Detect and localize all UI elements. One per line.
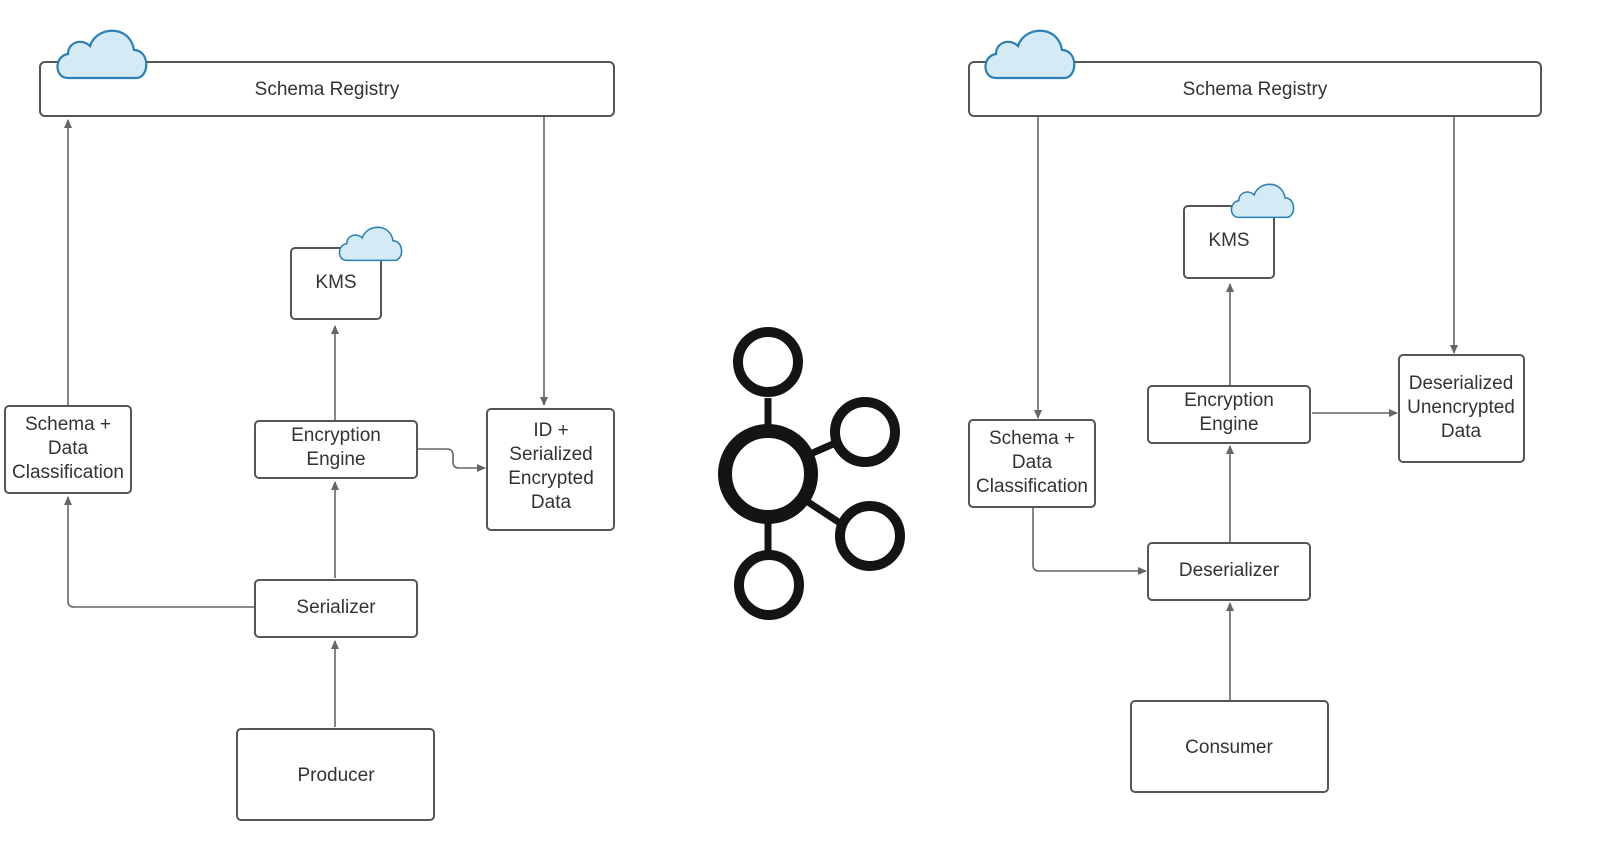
encryption-engine-label-line-2: Engine — [306, 449, 365, 470]
serializer-label: Serializer — [296, 597, 376, 618]
cloud-icon — [56, 29, 148, 80]
cloud-icon — [338, 226, 403, 262]
kms-box: KMS — [1183, 205, 1275, 279]
encryption-engine-label-line-1: Encryption — [291, 425, 381, 446]
schema-classification-box: Schema + Data Classification — [968, 419, 1096, 508]
arrow-schema-classification-to-deserializer — [1032, 508, 1147, 575]
arrow-encryption-engine-to-serialized-data — [417, 448, 486, 472]
consumer-box: Consumer — [1130, 700, 1329, 793]
encryption-engine-label-line-2: Engine — [1199, 414, 1258, 435]
deserialized-data-label-line-1: Deserialized — [1409, 373, 1514, 394]
schema-registry-label: Schema Registry — [255, 79, 400, 100]
serializer-box: Serializer — [254, 579, 418, 638]
encryption-engine-label-line-1: Encryption — [1184, 390, 1274, 411]
schema-classification-label-line-1: Schema + — [989, 428, 1075, 449]
kms-label: KMS — [1208, 230, 1249, 251]
encryption-engine-box: Encryption Engine — [254, 420, 418, 479]
cloud-icon — [1230, 183, 1295, 219]
schema-classification-label-line-1: Schema + — [25, 414, 111, 435]
deserializer-box: Deserializer — [1147, 542, 1311, 601]
deserialized-data-box: Deserialized Unencrypted Data — [1398, 354, 1525, 463]
consumer-edges — [1032, 117, 1458, 700]
serialized-data-label-line-2: Serialized — [509, 444, 592, 465]
serialized-data-box: ID + Serialized Encrypted Data — [486, 408, 615, 531]
deserialized-data-label-line-3: Data — [1441, 421, 1482, 442]
schema-classification-label-line-2: Data — [1012, 452, 1053, 473]
deserializer-label: Deserializer — [1179, 560, 1280, 581]
consumer-side: Schema Registry KMS Encryption Engine De… — [968, 29, 1542, 793]
producer-label: Producer — [297, 765, 375, 786]
serialized-data-label-line-1: ID + — [533, 420, 568, 441]
kms-box: KMS — [290, 247, 382, 320]
schema-classification-label-line-2: Data — [48, 438, 89, 459]
producer-side: Schema Registry KMS Encryption Engine Sc… — [4, 29, 615, 821]
schema-registry-label: Schema Registry — [1183, 79, 1328, 100]
schema-classification-label-line-3: Classification — [976, 476, 1088, 497]
schema-registry-box: Schema Registry — [968, 61, 1542, 117]
schema-classification-box: Schema + Data Classification — [4, 405, 132, 494]
kafka-logo-icon — [718, 327, 905, 620]
arrow-serializer-to-schema-classification — [64, 496, 254, 608]
encryption-engine-box: Encryption Engine — [1147, 385, 1311, 444]
deserialized-data-label-line-2: Unencrypted — [1407, 397, 1515, 418]
kms-label: KMS — [315, 272, 356, 293]
producer-edges — [64, 117, 548, 727]
cloud-icon — [984, 29, 1076, 80]
serialized-data-label-line-3: Encrypted — [508, 468, 594, 489]
serialized-data-label-line-4: Data — [531, 492, 572, 513]
producer-box: Producer — [236, 728, 435, 821]
consumer-label: Consumer — [1185, 737, 1273, 758]
schema-classification-label-line-3: Classification — [12, 462, 124, 483]
schema-registry-box: Schema Registry — [39, 61, 615, 117]
